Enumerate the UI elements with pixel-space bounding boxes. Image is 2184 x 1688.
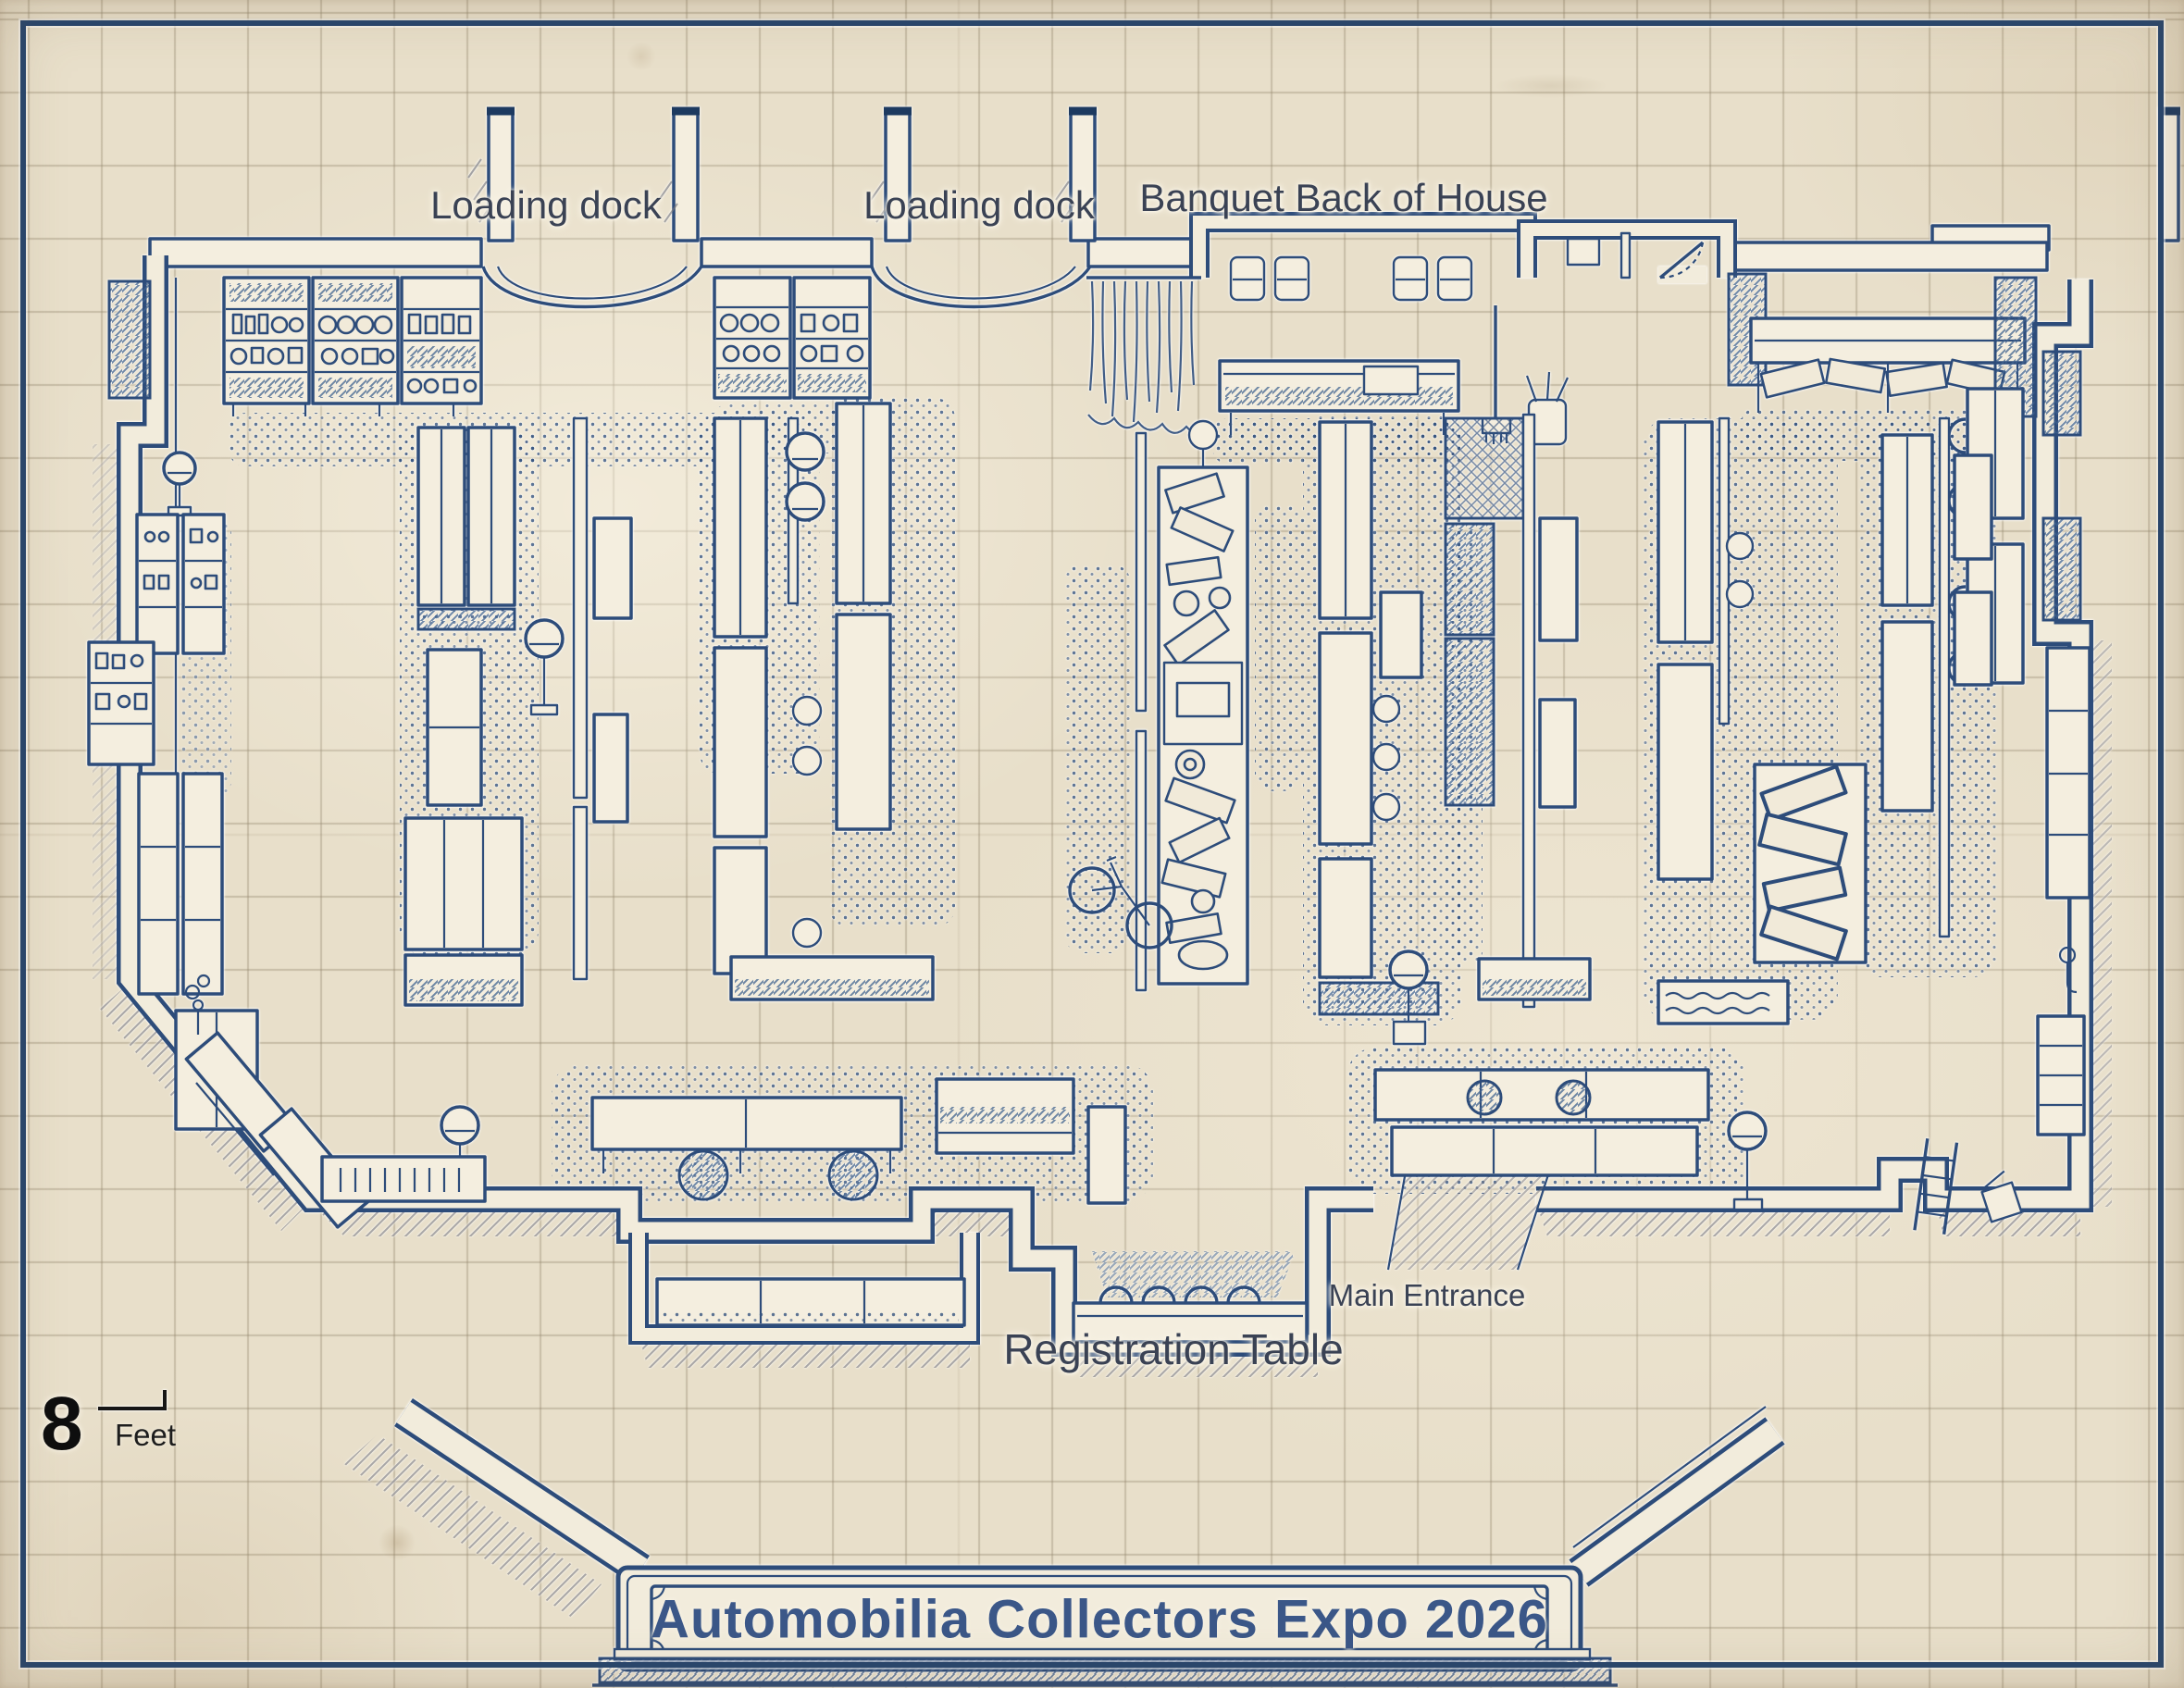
page-title: Automobilia Collectors Expo 2026 [651,1589,1548,1650]
dock-pillar [1055,106,1097,242]
banquet-back-of-house-label: Banquet Back of House [1139,176,1548,219]
automobilia-items [1160,472,1244,971]
dock-pillar [658,106,700,242]
stool-icon [1466,1079,1503,1116]
door-icon [1658,241,1706,283]
coat-rack-icon [184,974,211,1035]
booth-column-2 [713,402,935,1001]
wall-shelf-cases-left [222,276,483,416]
dock-pillar [2158,106,2180,242]
booth-column-5 [1880,416,1993,938]
booth-divider-1 [524,416,633,981]
window-icon [1229,255,1266,302]
paper-crease-vertical [957,0,961,1688]
bicycle-icon [1068,855,1173,950]
bay-tables [655,1277,966,1327]
stool-icon [1187,419,1219,467]
storage-rooms [1517,219,1737,283]
scale-unit: Feet [115,1418,177,1452]
main-entrance-label: Main Entrance [1328,1278,1526,1312]
window-icon [1436,255,1473,302]
visitor-chairs [1098,1285,1261,1304]
corner-benches [174,974,487,1229]
loading-dock-2-label: Loading dock [863,183,1095,227]
hook-icon [2058,946,2078,994]
dock-pillars [467,106,2180,242]
curtain-icon [1086,276,1210,435]
service-counter [1218,359,1460,459]
floor-lamp-icon [1388,950,1429,1046]
exhibit-tables-bottom-left [440,1077,1127,1205]
stool-icon [1555,1079,1592,1116]
loading-dock-1-label: Loading dock [430,183,662,227]
top-wall [148,224,2051,272]
wall-shelf-angled-right [1727,272,2038,418]
floor-lamp-icon [524,618,565,716]
walkway-ribbon-right [1569,1406,1785,1587]
booth-column-3 [1318,420,1440,1016]
walkway-ribbon-left [394,1398,650,1583]
entrance-walkway [1386,1165,1553,1271]
exhibit-tables-bottom-right [1373,1068,1768,1211]
alcove-shelf [87,640,155,766]
ladder-icon [1913,1138,1959,1235]
booth-column-1 [403,426,524,1007]
waste-bin-icon [1525,371,1569,446]
stool-icon [827,1149,879,1201]
central-display-table [1068,419,1249,992]
stool-icon [677,1149,729,1201]
floor-lamp-icon [162,451,197,517]
title-banner [592,1565,1618,1687]
loading-dock-opening-2 [870,266,1092,309]
window-icon [1273,255,1310,302]
floor-lamp-icon [1727,1111,1768,1211]
left-wall-cases [87,451,226,996]
dock-pillar [467,106,515,242]
window-icon [1392,255,1429,302]
scale-bar [98,1390,167,1410]
registration-area [1072,1251,1309,1344]
booth-divider-hatched [1388,413,1592,1046]
registration-table-label: Registration Table [1003,1325,1344,1373]
display-case-angled-items [1753,763,1868,964]
loading-dock-opening-1 [481,266,703,309]
scale-value: 8 [41,1382,83,1466]
registration-table [1072,1301,1309,1344]
wall-shelf-cases-mid [713,276,872,400]
booth-column-4 [1657,416,1868,1025]
side-chair-icon [1980,1170,2023,1223]
dock-pillar [870,106,912,242]
